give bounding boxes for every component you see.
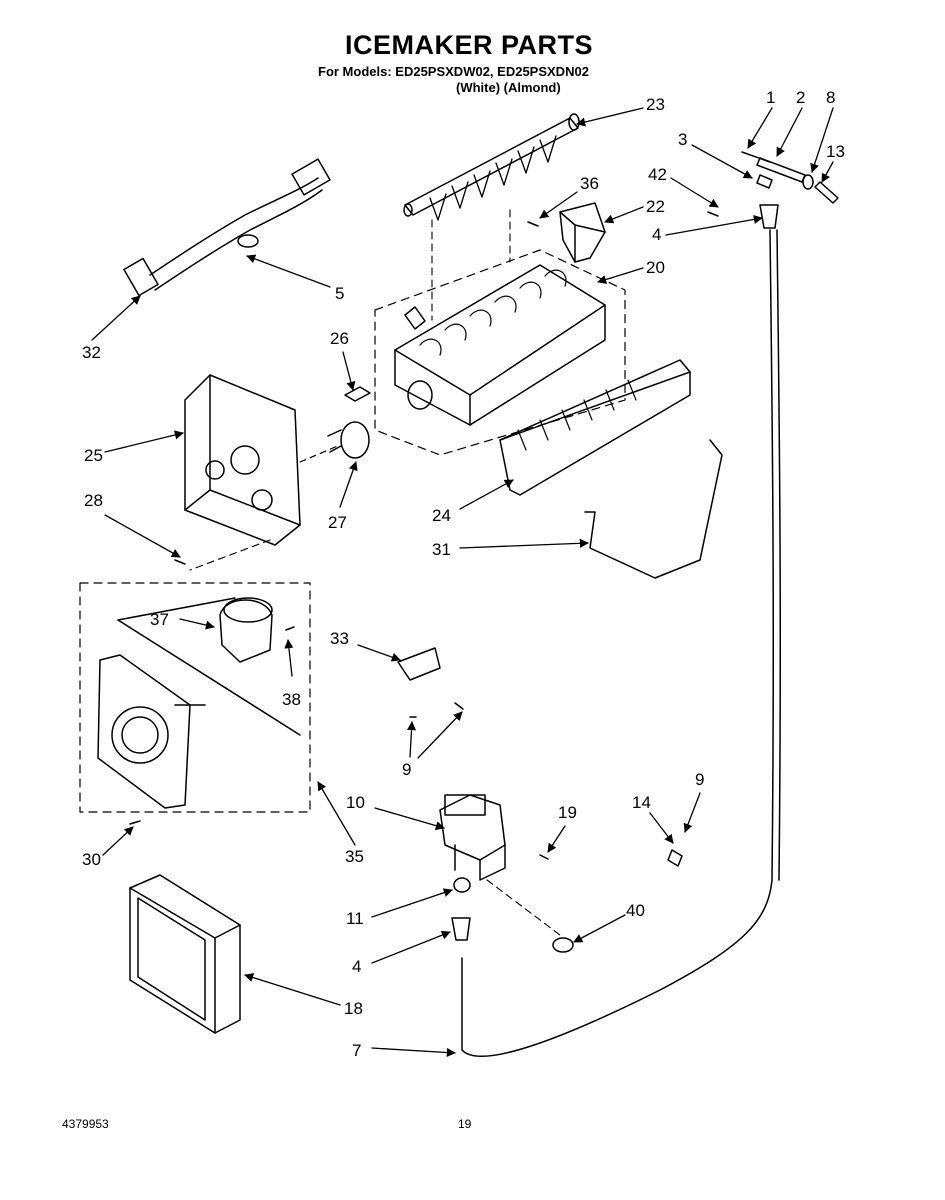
callout-4-bottom: 4 [352,957,361,976]
part-shutoff-arm [584,439,723,579]
callout-35: 35 [345,847,364,866]
part-motor [219,597,273,663]
part-fill-fittings [707,151,839,229]
callout-23: 23 [646,95,665,114]
callout-8: 8 [826,88,835,107]
part-motor-assembly-box [79,582,311,813]
callout-5: 5 [335,284,344,303]
callout-30: 30 [82,850,101,869]
callout-3: 3 [678,130,687,149]
callout-22: 22 [646,197,665,216]
part-module-housing [184,374,301,546]
callout-9-right: 9 [695,770,704,789]
callout-24: 24 [432,506,451,525]
part-bracket [397,647,441,681]
callout-2: 2 [796,88,805,107]
callout-7: 7 [352,1041,361,1060]
part-fill-cup [559,202,606,263]
callout-20: 20 [646,258,665,277]
callout-1: 1 [766,88,775,107]
callout-32: 32 [82,343,101,362]
callout-25: 25 [84,446,103,465]
callout-27: 27 [328,513,347,532]
callout-36: 36 [580,174,599,193]
part-ice-bin-cover [129,874,241,1034]
part-wiring-harness [123,158,331,297]
part-water-valve [439,794,506,881]
callout-4-top: 4 [652,225,661,244]
part-water-tube [461,229,782,1057]
callout-9-left: 9 [402,760,411,779]
document-number: 4379953 [62,1117,109,1131]
part-module-plate [97,654,206,809]
part-thermostat [344,386,371,402]
part-ice-stripper [403,113,580,221]
leader-lines [91,107,834,1058]
callout-38: 38 [282,690,301,709]
callout-28: 28 [84,491,103,510]
callout-31: 31 [432,540,451,559]
callout-42: 42 [648,165,667,184]
callout-33: 33 [330,629,349,648]
part-ice-shield [499,359,691,496]
callout-19: 19 [558,803,577,822]
part-small-hardware [409,702,683,953]
callout-labels: 1 2 8 3 13 42 4 23 36 22 20 5 32 26 25 2… [82,88,845,1060]
part-screws [129,221,539,825]
callout-13: 13 [826,142,845,161]
page-title: ICEMAKER PARTS [345,30,594,60]
part-ice-mold [374,249,626,456]
callout-10: 10 [346,793,365,812]
page-number: 19 [458,1117,472,1131]
callout-40: 40 [626,901,645,920]
callout-26: 26 [330,329,349,348]
callout-18: 18 [344,999,363,1018]
callout-37: 37 [150,610,169,629]
colors-line: (White) (Almond) [456,80,561,95]
part-mold-heater-connector [299,421,370,463]
callout-14: 14 [632,793,651,812]
callout-11: 11 [346,909,364,928]
models-line: For Models: ED25PSXDW02, ED25PSXDN02 [318,64,589,79]
